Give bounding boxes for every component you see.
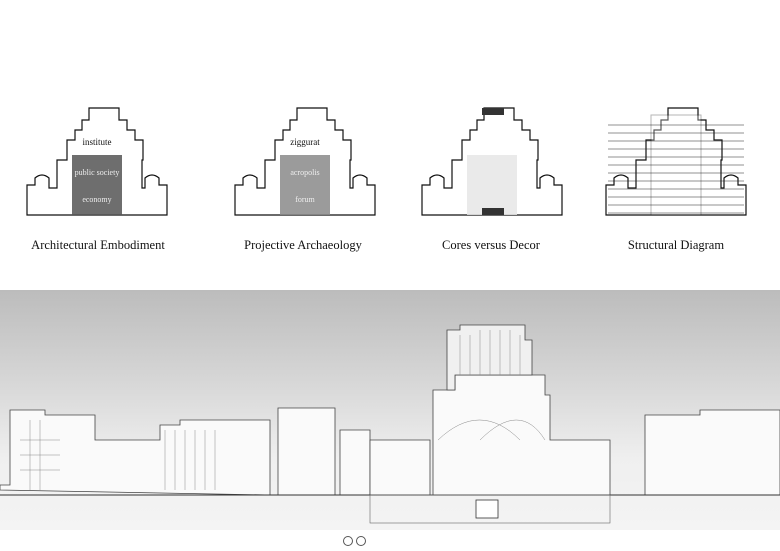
diagram-row: institute public society economy ziggurat ac… — [26, 107, 747, 216]
diagram-label: acropolis — [290, 168, 319, 177]
carousel-dot-2[interactable] — [356, 536, 366, 546]
tower-base — [432, 374, 611, 496]
diagram-label: forum — [295, 195, 315, 204]
caption-projective-archaeology: Projective Archaeology — [244, 238, 362, 252]
diagram-label: economy — [82, 195, 111, 204]
caption-structural-diagram: Structural Diagram — [627, 238, 725, 252]
building-left — [0, 409, 271, 496]
urban-section-drawing — [0, 290, 780, 530]
carousel-dot-1[interactable] — [343, 536, 353, 546]
building-mid — [277, 407, 336, 496]
diagram-label: public society — [75, 168, 120, 177]
ziggurat-diagram-1: institute public society economy — [26, 107, 168, 216]
diagram-label: ziggurat — [290, 137, 320, 147]
ziggurat-diagram-2: ziggurat acropolis forum — [234, 107, 376, 216]
caption-architectural-embodiment: Architectural Embodiment — [31, 238, 165, 252]
diagram-label: institute — [83, 137, 112, 147]
building-right — [644, 409, 780, 496]
carousel-pagination — [343, 536, 366, 546]
caption-cores-versus-decor: Cores versus Decor — [442, 238, 540, 252]
ziggurat-diagram-3 — [421, 107, 563, 216]
ziggurat-tower — [446, 324, 533, 391]
ziggurat-diagram-4 — [605, 107, 747, 216]
